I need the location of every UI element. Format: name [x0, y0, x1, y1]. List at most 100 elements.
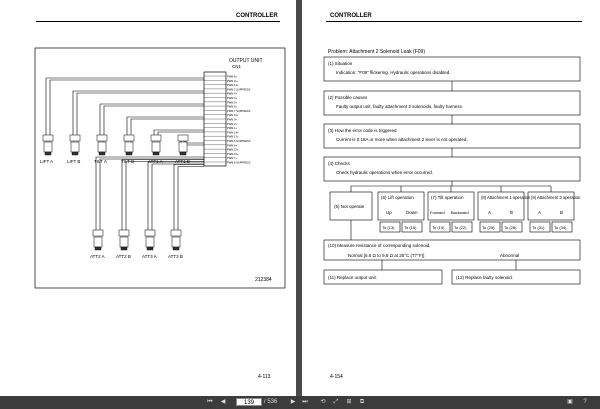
wiring-diagram: OUTPUT UNIT CN1 PWM 8+PWM 11+PWM 12+PWM … [34, 47, 286, 289]
wire [151, 163, 204, 230]
pin-label: PWM 1+ [227, 126, 238, 130]
att3-title: (9) Attachment 3 operation [531, 195, 581, 200]
solenoid-label: ATT2 B [116, 254, 131, 259]
next-page-button[interactable]: ▶ [290, 399, 296, 405]
box-to-19 [429, 221, 451, 233]
to-13: To (13) [382, 225, 395, 230]
box-trigger [323, 123, 581, 149]
header-rule [36, 21, 280, 22]
fullscreen-icon[interactable]: ▣ [567, 399, 573, 405]
page-number: 4-154 [330, 374, 343, 380]
not-operate-label: (5) Not operate [334, 204, 365, 209]
att3-a: A [538, 210, 541, 215]
pin-label: PWM 13+ [227, 135, 239, 139]
pin-label: PWM 8+ [227, 75, 238, 79]
pin-label: PWM 16+ [227, 152, 239, 156]
tilt-title: (7) Tilt operation [431, 195, 464, 200]
solenoid: TILT B [121, 134, 135, 164]
wire [103, 105, 204, 135]
left-page: CONTROLLER OUTPUT UNIT CN1 PWM 8+PWM 11+… [0, 0, 296, 396]
wire [99, 158, 204, 230]
diagram-frame [34, 47, 286, 289]
header-rule [326, 21, 582, 22]
solenoid-label: ATT1 A [148, 159, 163, 164]
att3-b: B [560, 210, 563, 215]
total-pages-label: / 536 [264, 399, 278, 405]
pin-label: PWM 7 SUPPRESS [227, 109, 251, 113]
wire [147, 161, 204, 230]
trigger-text: Current is 0.18A or more when attachment… [336, 137, 468, 142]
box-replace-output [323, 269, 443, 285]
pin-label: PWM 5+ [227, 100, 238, 104]
att1-title: (8) Attachment 1 operation [481, 195, 531, 200]
to-28: To (28) [504, 225, 517, 230]
two-page-icon[interactable]: ⧉ [359, 399, 365, 405]
box-to-25 [479, 221, 501, 233]
wire [121, 159, 204, 230]
pin-label: PWM 8 SUPPRESS [227, 161, 251, 165]
solenoid: TILT A [94, 134, 108, 164]
box-situation [323, 56, 581, 82]
lift-down: Down [406, 210, 418, 215]
pin-label: PWM 15+ [227, 148, 239, 152]
last-page-button[interactable]: ⏭ [302, 399, 308, 405]
wire [45, 77, 204, 135]
help-icon[interactable]: ? [583, 399, 587, 405]
box-measure [323, 239, 581, 261]
solenoid: ATT3 A [142, 229, 157, 259]
fit-page-icon[interactable]: ⤢ [333, 399, 339, 405]
solenoid-label: ATT2 A [90, 254, 105, 259]
solenoid: ATT2 B [116, 229, 131, 259]
box-to-28 [501, 221, 523, 233]
causes-title: (2) Possible causes [328, 95, 368, 100]
box-to-22 [451, 221, 473, 233]
to-34: To (34) [554, 225, 567, 230]
rotate-icon[interactable]: ⟲ [320, 399, 326, 405]
pin-label: PWM 9+ [227, 118, 238, 122]
wire [95, 156, 204, 230]
solenoid: ATT2 A [90, 229, 105, 259]
solenoid: LIFT A [40, 134, 54, 164]
box-tilt [427, 191, 475, 221]
page-header: CONTROLLER [236, 13, 278, 19]
solenoid-label: LIFT B [67, 159, 80, 164]
to-16: To (16) [404, 225, 417, 230]
solenoid: ATT1 B [175, 134, 190, 164]
right-page: CONTROLLER [302, 0, 600, 396]
box-att3 [527, 191, 575, 221]
wire [157, 131, 204, 135]
page-number: 4-113 [258, 374, 271, 380]
page-number-input[interactable]: 139 [236, 398, 262, 406]
pin-label: PWM 14+ [227, 130, 239, 134]
solenoid: ATT1 A [148, 134, 163, 164]
att1-a: A [488, 210, 491, 215]
prev-page-button[interactable]: ◀ [220, 399, 226, 405]
to-31: To (31) [532, 225, 545, 230]
box-to-31 [529, 221, 551, 233]
wire [126, 116, 204, 135]
box-att1 [477, 191, 525, 221]
solenoid-label: TILT A [94, 159, 107, 164]
solenoid-label: ATT3 A [142, 254, 157, 259]
measure-normal: Normal [6.6 Ω to 9.8 Ω at 25°C (77°F)] [348, 253, 424, 258]
first-page-button[interactable]: ⏮ [207, 399, 213, 405]
situation-title: (1) Situation [328, 61, 353, 66]
grid-view-icon[interactable]: ⊞ [346, 399, 352, 405]
wire [76, 92, 204, 135]
measure-title: (10) Measure resistance of corresponding… [328, 243, 431, 248]
checks-title: (4) Checks [328, 161, 351, 166]
problem-title: Problem: Attachment 2 Solenoid Leak (F09… [328, 49, 425, 55]
pin-label: PWM 5 SUPPRESS [227, 87, 251, 91]
pin-label: PWM 12+ [227, 83, 239, 87]
wire [125, 161, 204, 230]
box-to-16 [401, 221, 423, 233]
wire [72, 90, 204, 135]
flowchart: Problem: Attachment 2 Solenoid Leak (F09… [323, 49, 581, 285]
wire [49, 79, 204, 135]
pin-label: PWM 7+ [227, 156, 238, 160]
solenoid-label: TILT B [121, 159, 134, 164]
pin-label: PWM 6+ [227, 143, 238, 147]
to-22: To (22) [454, 225, 467, 230]
lift-title: (6) Lift operation [381, 195, 414, 200]
causes-text: Faulty output unit, faulty attachment 2 … [336, 104, 463, 109]
